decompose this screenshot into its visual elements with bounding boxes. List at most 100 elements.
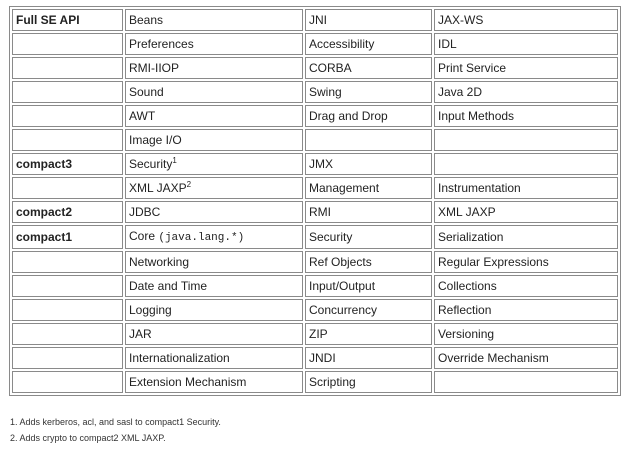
cell-text: Extension Mechanism bbox=[129, 375, 247, 389]
table-cell-c3 bbox=[434, 153, 618, 175]
table-cell-c1: Internationalization bbox=[125, 347, 303, 369]
cell-text: AWT bbox=[129, 109, 156, 123]
table-cell-c0 bbox=[12, 57, 123, 79]
cell-text: Input/Output bbox=[309, 279, 376, 293]
cell-text: Beans bbox=[129, 13, 164, 27]
cell-text: Input Methods bbox=[438, 109, 515, 123]
cell-text: compact1 bbox=[16, 230, 73, 244]
cell-text: Internationalization bbox=[129, 351, 230, 365]
table-cell-c0 bbox=[12, 251, 123, 273]
table-cell-c2: RMI bbox=[305, 201, 432, 223]
cell-text: Serialization bbox=[438, 230, 504, 244]
cell-text: Date and Time bbox=[129, 279, 208, 293]
table-cell-c0: Full SE API bbox=[12, 9, 123, 31]
cell-text: compact2 bbox=[16, 205, 73, 219]
table-cell-c2: Ref Objects bbox=[305, 251, 432, 273]
table-cell-c3: Input Methods bbox=[434, 105, 618, 127]
table-cell-c0 bbox=[12, 275, 123, 297]
table-cell-c2: JMX bbox=[305, 153, 432, 175]
cell-text: Preferences bbox=[129, 37, 194, 51]
table-cell-c2: Management bbox=[305, 177, 432, 199]
table-cell-c1: Security1 bbox=[125, 153, 303, 175]
table-cell-c0: compact1 bbox=[12, 225, 123, 249]
table-cell-c0 bbox=[12, 347, 123, 369]
cell-text: JAR bbox=[129, 327, 152, 341]
table-cell-c0 bbox=[12, 129, 123, 151]
table-cell-c3: Collections bbox=[434, 275, 618, 297]
cell-text: IDL bbox=[438, 37, 457, 51]
cell-text: Sound bbox=[129, 85, 164, 99]
table-cell-c3: Regular Expressions bbox=[434, 251, 618, 273]
cell-text: Java 2D bbox=[438, 85, 483, 99]
table-cell-c2: JNI bbox=[305, 9, 432, 31]
table-cell-c3: Reflection bbox=[434, 299, 618, 321]
table-row: Networking Ref Objects Regular Expressions bbox=[12, 251, 618, 273]
cell-text: compact3 bbox=[16, 157, 73, 171]
table-cell-c1: JAR bbox=[125, 323, 303, 345]
cell-text: Security bbox=[129, 157, 173, 171]
table-cell-c0 bbox=[12, 81, 123, 103]
table-row: compact3 Security1 JMX bbox=[12, 153, 618, 175]
table-row: Preferences Accessibility IDL bbox=[12, 33, 618, 55]
table-cell-c1: RMI-IIOP bbox=[125, 57, 303, 79]
table-cell-c0 bbox=[12, 323, 123, 345]
profiles-table-wrapper: Full SE API Beans JNI JAX-WS Preferences Acce… bbox=[9, 6, 621, 396]
table-cell-c2: Scripting bbox=[305, 371, 432, 393]
table-cell-c1: Preferences bbox=[125, 33, 303, 55]
table-cell-c2: Accessibility bbox=[305, 33, 432, 55]
table-cell-c1: XML JAXP2 bbox=[125, 177, 303, 199]
cell-text: RMI bbox=[309, 205, 331, 219]
table-row: Full SE API Beans JNI JAX-WS bbox=[12, 9, 618, 31]
cell-text: Logging bbox=[129, 303, 172, 317]
cell-text: JMX bbox=[309, 157, 333, 171]
table-row: Date and Time Input/Output Collections bbox=[12, 275, 618, 297]
cell-text: JAX-WS bbox=[438, 13, 484, 27]
table-cell-c2: Concurrency bbox=[305, 299, 432, 321]
table-row: Sound Swing Java 2D bbox=[12, 81, 618, 103]
cell-text: Instrumentation bbox=[438, 181, 521, 195]
cell-text: ZIP bbox=[309, 327, 328, 341]
table-cell-c3: XML JAXP bbox=[434, 201, 618, 223]
table-cell-c0 bbox=[12, 105, 123, 127]
footnote-marker: 2 bbox=[186, 180, 192, 189]
table-cell-c0: compact3 bbox=[12, 153, 123, 175]
table-cell-c3: Serialization bbox=[434, 225, 618, 249]
table-cell-c2: Swing bbox=[305, 81, 432, 103]
table-cell-c2: Drag and Drop bbox=[305, 105, 432, 127]
table-cell-c3 bbox=[434, 129, 618, 151]
table-body: Full SE API Beans JNI JAX-WS Preferences Acce… bbox=[12, 9, 618, 393]
table-cell-c1: Sound bbox=[125, 81, 303, 103]
cell-text: Swing bbox=[309, 85, 342, 99]
footnote-2: 2. Adds crypto to compact2 XML JAXP. bbox=[10, 433, 166, 443]
table-cell-c1: AWT bbox=[125, 105, 303, 127]
cell-text: RMI-IIOP bbox=[129, 61, 179, 75]
table-cell-c3 bbox=[434, 371, 618, 393]
table-row: Extension Mechanism Scripting bbox=[12, 371, 618, 393]
table-cell-c1: Networking bbox=[125, 251, 303, 273]
table-row: Internationalization JNDI Override Mechani… bbox=[12, 347, 618, 369]
table-cell-c0 bbox=[12, 177, 123, 199]
cell-text: Ref Objects bbox=[309, 255, 372, 269]
cell-text: Collections bbox=[438, 279, 497, 293]
cell-text: Scripting bbox=[309, 375, 356, 389]
table-cell-c3: IDL bbox=[434, 33, 618, 55]
cell-text: Versioning bbox=[438, 327, 495, 341]
table-cell-c1: Logging bbox=[125, 299, 303, 321]
table-cell-c1: Extension Mechanism bbox=[125, 371, 303, 393]
footnote-marker: 1 bbox=[172, 156, 177, 165]
java-se-profiles-table: Full SE API Beans JNI JAX-WS Preferences Acce… bbox=[9, 6, 621, 396]
table-cell-c3: Override Mechanism bbox=[434, 347, 618, 369]
table-cell-c1: Beans bbox=[125, 9, 303, 31]
table-cell-c1: Date and Time bbox=[125, 275, 303, 297]
cell-text: JNDI bbox=[309, 351, 336, 365]
table-cell-c2: ZIP bbox=[305, 323, 432, 345]
table-cell-c2: JNDI bbox=[305, 347, 432, 369]
table-cell-c1: Core (java.lang.*) bbox=[125, 225, 303, 249]
cell-text: Drag and Drop bbox=[309, 109, 388, 123]
table-cell-c0 bbox=[12, 299, 123, 321]
table-cell-c2 bbox=[305, 129, 432, 151]
footnotes: 1. Adds kerberos, acl, and sasl to compa… bbox=[10, 414, 221, 446]
